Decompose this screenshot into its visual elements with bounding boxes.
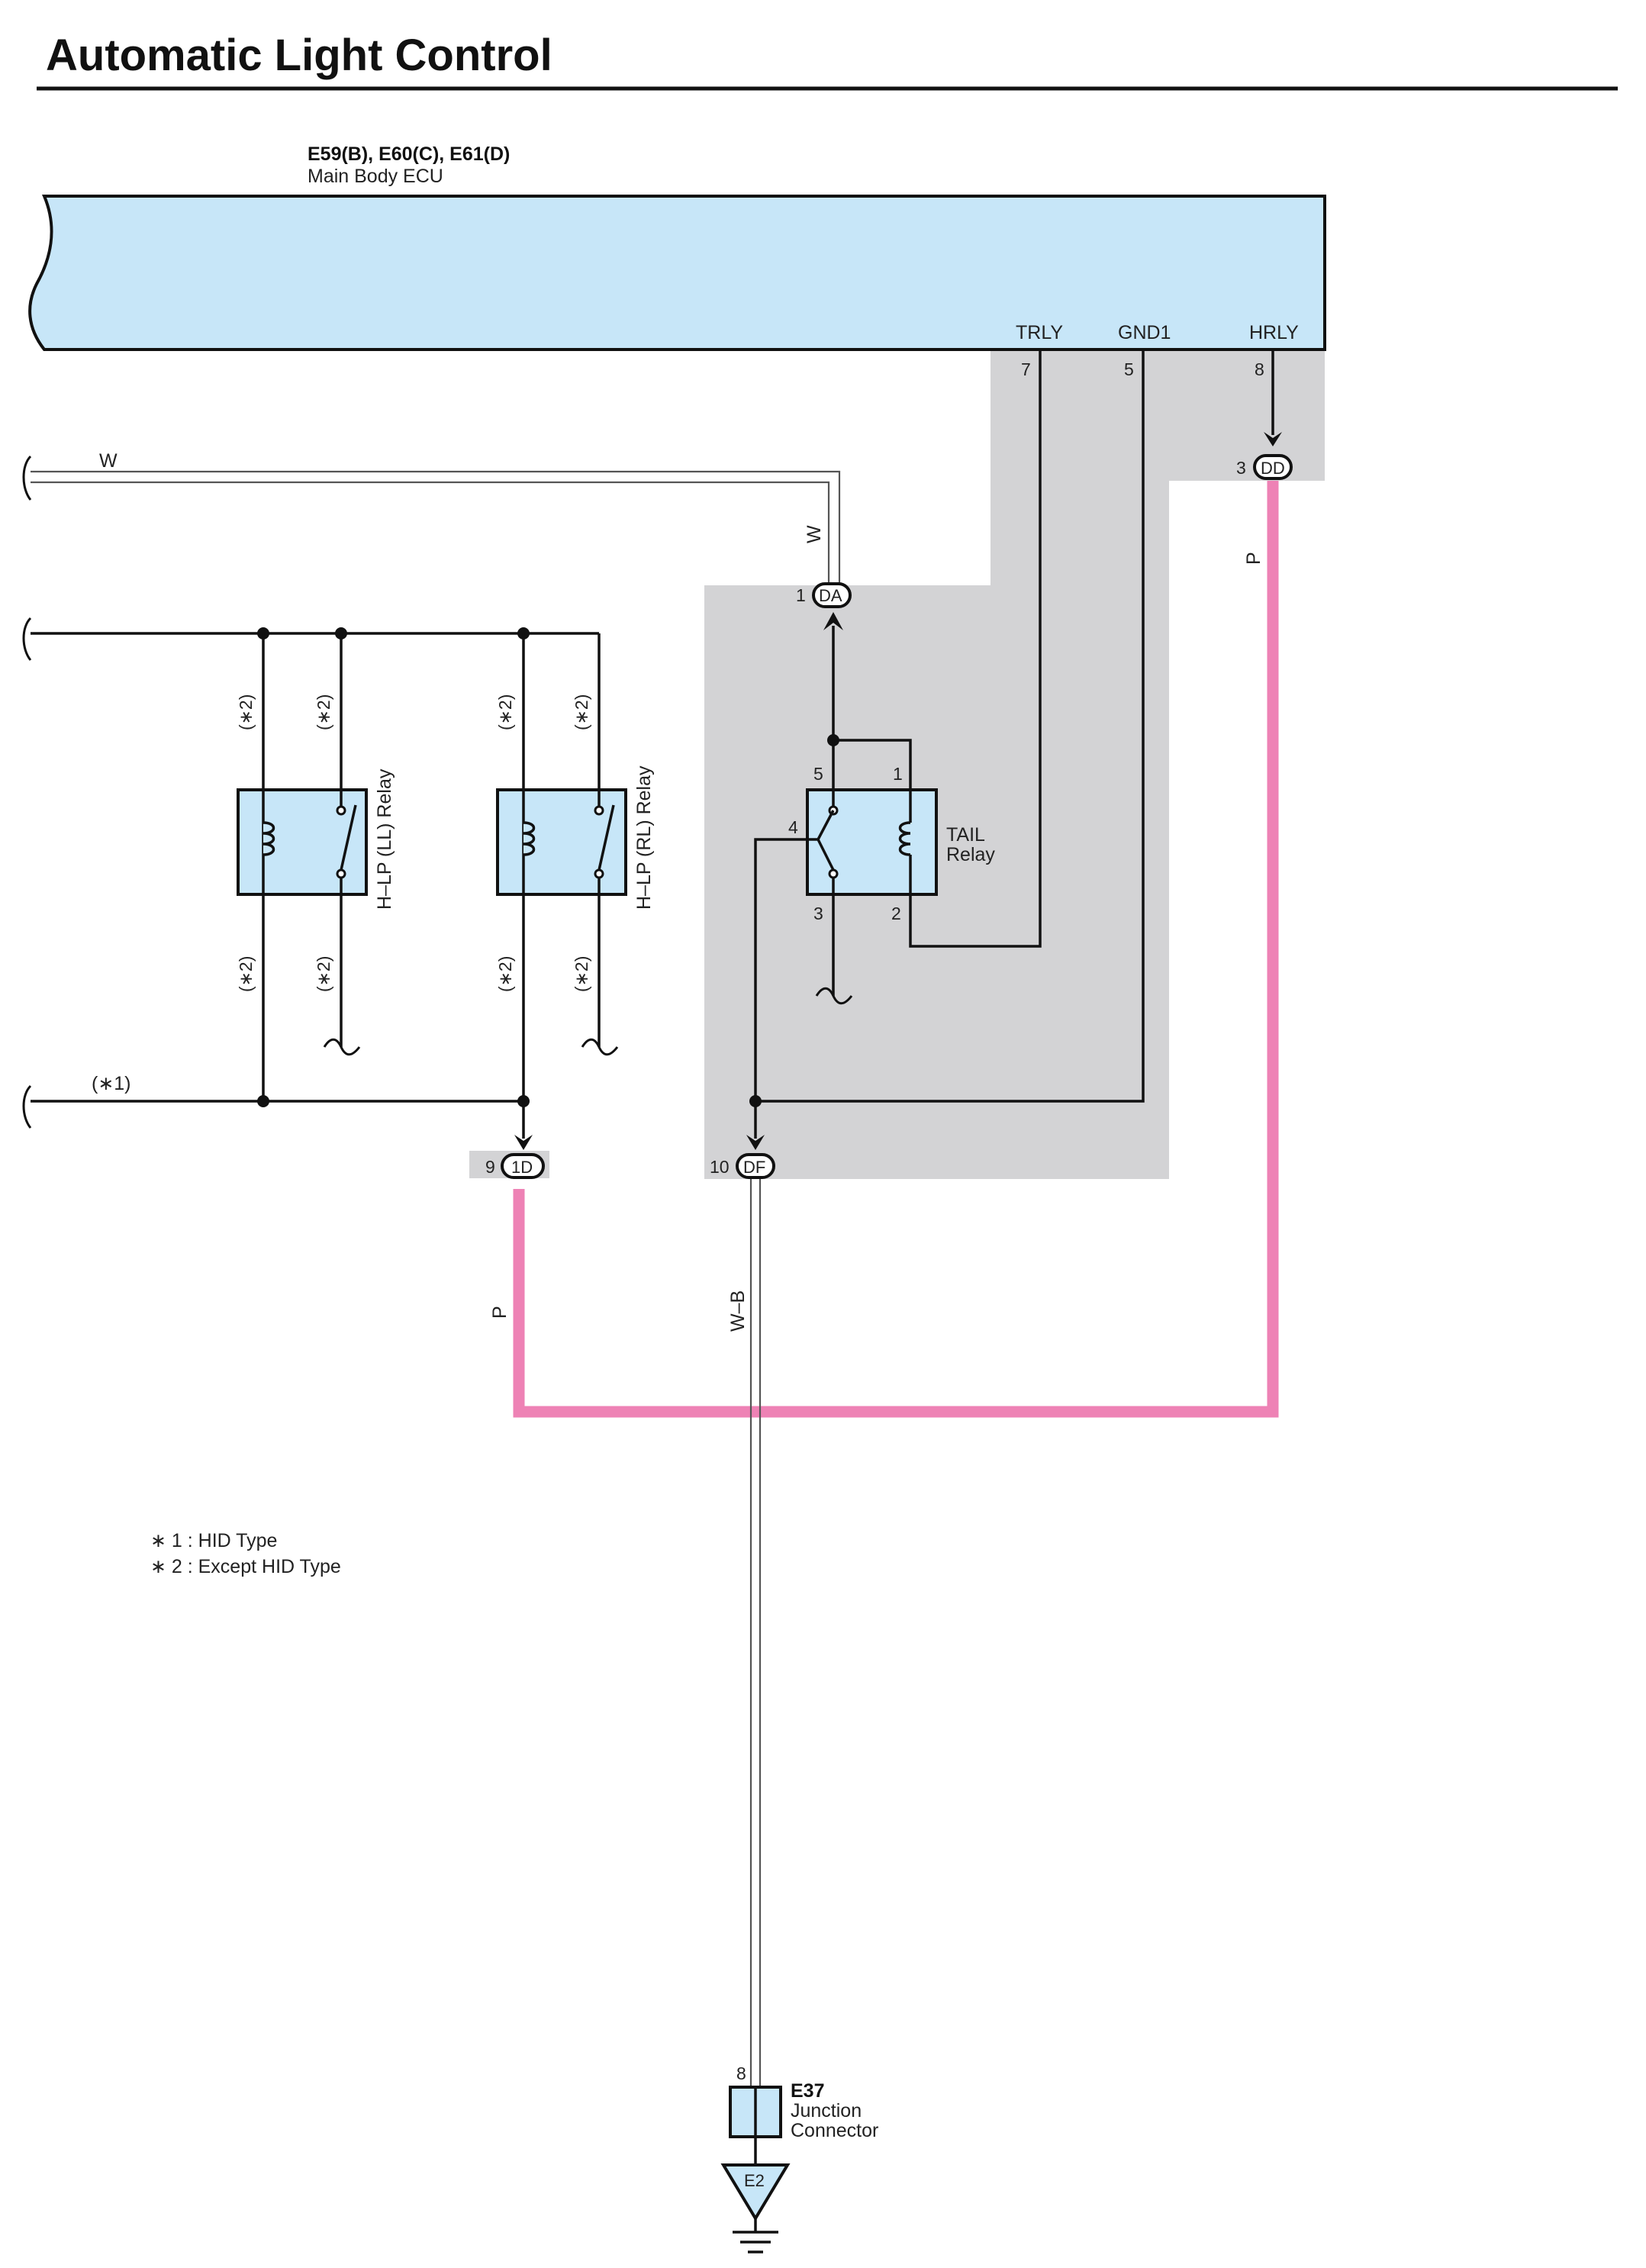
ll-blade (340, 804, 357, 871)
terminal-trly-label: TRLY (1016, 322, 1063, 343)
tail-relay-name2: Relay (946, 844, 995, 865)
ground-code: E2 (744, 2171, 765, 2190)
wire-w-outer (31, 470, 841, 589)
dot-ll-bottom (257, 1095, 269, 1107)
rl-note-b: (∗2) (572, 694, 591, 730)
page-title: Automatic Light Control (46, 31, 552, 80)
terminal-gnd1-pin: 5 (1124, 359, 1134, 379)
dd-code: DD (1261, 459, 1285, 478)
terminal-gnd1-label: GND1 (1118, 322, 1171, 343)
tail-pin5: 5 (813, 764, 823, 784)
da-code: DA (819, 586, 842, 605)
junction-code: E37 (791, 2080, 824, 2102)
rl-contact-bottom (594, 868, 604, 879)
wire-tail-pin4 (754, 838, 818, 1101)
ll-note-a: (∗2) (236, 694, 256, 730)
tail-pin3: 3 (813, 904, 823, 923)
wire-p-right-label: P (1243, 552, 1264, 565)
harness-shade (704, 351, 1325, 1179)
ll-coil (263, 821, 275, 856)
ll-note-b: (∗2) (314, 694, 333, 730)
wire-tail-pin1 (833, 739, 912, 790)
connector-dd (1253, 454, 1293, 480)
rl-note-a: (∗2) (495, 694, 515, 730)
arrow-1d (514, 1135, 533, 1150)
tail-pin2: 2 (891, 904, 901, 923)
ground-e2 (720, 2163, 791, 2221)
connector-df (736, 1153, 775, 1179)
rl-note-c: (∗2) (495, 956, 515, 992)
tail-relay (806, 788, 938, 896)
ll-note-d: (∗2) (314, 956, 333, 992)
rl-relay-name: H–LP (RL) Relay (633, 765, 655, 910)
arrow-df (746, 1135, 765, 1150)
tail-pin1: 1 (893, 764, 903, 784)
d1-pin: 9 (485, 1157, 495, 1177)
terminal-trly-pin: 7 (1021, 359, 1031, 379)
hid-branch-label: (∗1) (92, 1073, 131, 1094)
ll-contact-bottom (336, 868, 346, 879)
wire-gnd1 (755, 351, 1145, 1103)
rl-contact-top (594, 805, 604, 816)
junction-name1: Junction (791, 2100, 862, 2121)
dd-pin: 3 (1236, 458, 1246, 478)
main-body-ecu (28, 195, 1326, 351)
ecu-name: Main Body ECU (308, 166, 443, 187)
terminal-hrly-pin: 8 (1255, 359, 1264, 379)
ecu-connectors: E59(B), E60(C), E61(D) (308, 143, 510, 165)
wire-w-inner (31, 481, 830, 589)
ll-contact-top (336, 805, 346, 816)
da-pin: 1 (796, 585, 806, 605)
df-code: DF (743, 1158, 765, 1177)
wire-w-vertical-label: W (804, 525, 825, 543)
connector-1d (501, 1153, 545, 1179)
tail-switch-blade2 (817, 839, 835, 871)
ll-note-c: (∗2) (236, 956, 256, 992)
ll-relay-name: H–LP (LL) Relay (374, 768, 395, 910)
wire-break-rl (581, 1038, 619, 1056)
wire-trly (909, 351, 1042, 948)
df-pin: 10 (710, 1157, 730, 1177)
tail-pin4: 4 (788, 817, 798, 837)
wire-break-bus-hid (22, 1084, 32, 1129)
wire-break-bus-top (22, 617, 32, 661)
note-hid: ∗ 1 : HID Type (150, 1530, 277, 1551)
arrow-dd (1264, 432, 1282, 446)
tail-switch-blade (817, 810, 835, 840)
wire-p (513, 481, 1279, 1418)
wire-p-left-label: P (489, 1306, 511, 1319)
connector-da (812, 582, 852, 608)
wire-break-ll (323, 1038, 361, 1056)
wire-w-top-label: W (99, 450, 118, 472)
h-lp-ll-relay (237, 788, 368, 896)
tail-coil (898, 821, 911, 856)
rl-note-d: (∗2) (572, 956, 591, 992)
junction-pin: 8 (736, 2063, 746, 2083)
arrow-da (823, 612, 843, 630)
tail-contact-bottom (828, 868, 839, 879)
note-except-hid: ∗ 2 : Except HID Type (150, 1556, 341, 1577)
wire-break-tail (815, 987, 853, 1005)
tail-relay-name1: TAIL (946, 824, 985, 846)
d1-code: 1D (511, 1158, 533, 1177)
wire-break-w (22, 455, 32, 501)
rl-blade (598, 804, 615, 871)
wire-wb-label: W–B (727, 1290, 749, 1332)
rl-coil (523, 821, 536, 856)
junction-name2: Connector (791, 2120, 878, 2141)
terminal-hrly-label: HRLY (1249, 322, 1299, 343)
